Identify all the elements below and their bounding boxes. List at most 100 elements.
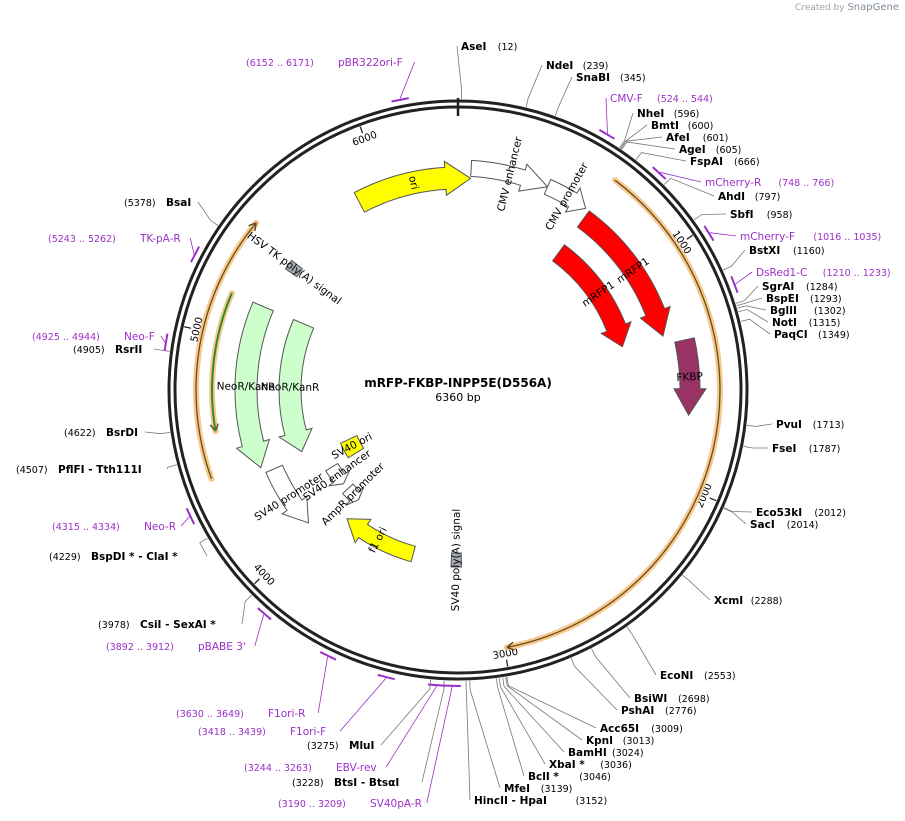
feature-label-neor-kanr: NeoR/KanR (217, 380, 276, 393)
primer-name: EBV-rev (336, 762, 377, 774)
site-name: BglII (770, 305, 797, 317)
primer-cmv-f: CMV-F(524 .. 544) (598, 93, 713, 140)
site-csii-sexai: (3978) CsiI - SexAI * (98, 594, 252, 631)
site-position: (2776) (665, 706, 697, 717)
plasmid-name: mRFP-FKBP-INPP5E(D556A) (364, 376, 552, 390)
site-name: Eco53kI (756, 507, 802, 519)
site-hincii-hpai: HincII - HpaI(3152) (465, 680, 607, 807)
site-bsai: (5378)BsaI (124, 197, 219, 226)
site-agei: AgeI(605) (621, 141, 742, 156)
credit-prefix: Created by (795, 3, 845, 13)
primer-dsred1-c: DsRed1-C (1210 .. 1233) (730, 267, 891, 294)
primer-position: (3418 .. 3439) (198, 727, 266, 738)
orf-arc-neor-green (211, 292, 233, 432)
site-position: (239) (583, 61, 609, 72)
site-position: (3013) (623, 736, 655, 747)
primer-name: DsRed1-C (756, 267, 807, 279)
site-position: (666) (734, 157, 760, 168)
site-name: NotI (772, 317, 797, 329)
site-name: AseI (461, 41, 486, 53)
feature-mrfp1: mRFP1 (576, 210, 671, 337)
feature-neor-kanr: NeoR/KanR (261, 318, 320, 453)
primer-name: F1ori-F (290, 726, 326, 738)
site-name: BsrDI (106, 427, 138, 439)
site-name: HincII - HpaI (474, 795, 547, 807)
tick-mark (359, 126, 364, 134)
site-position: (3978) (98, 620, 130, 631)
site-position: (2288) (751, 596, 783, 607)
site-name: XcmI (714, 595, 743, 607)
primer-pbr322ori-f: (6152 .. 6171)pBR322ori-F (246, 57, 415, 103)
primer-f1ori-f: (3418 .. 3439) F1ori-F (198, 673, 395, 738)
site-position: (4905) (73, 345, 105, 356)
feature-label-ori: ori (406, 175, 421, 191)
site-position: (1349) (818, 330, 850, 341)
primer-f1ori-r: (3630 .. 3649) F1ori-R (176, 651, 337, 720)
feature-label-fkbp: FKBP (676, 371, 703, 384)
site-afei: AfeI(601) (620, 132, 728, 150)
site-name: SacI (750, 519, 775, 531)
site-fsei: FseI(1787) (743, 443, 841, 455)
orf-arcs (192, 177, 723, 651)
snapgene-logo: SnapGene (847, 2, 899, 13)
site-name: AhdI (718, 191, 745, 203)
site-position: (1787) (809, 444, 841, 455)
site-name: EcoNI (660, 670, 693, 682)
site-position: (600) (688, 121, 714, 132)
site-position: (1160) (793, 246, 825, 257)
site-position: (2014) (787, 520, 819, 531)
site-position: (1284) (806, 282, 838, 293)
site-bcli: BclI *(3046) (496, 678, 611, 783)
site-name: PflFI - Tth111I (58, 464, 142, 476)
feature-label-sv40-poly-a-signal: SV40 poly(A) signal (450, 509, 463, 612)
site-mlui: (3275) MluI (307, 679, 432, 752)
restriction-sites: AseI(12)NdeI(239)SnaBI(345)NheI(596)BmtI… (16, 41, 850, 807)
primer-position: (3190 .. 3209) (278, 799, 346, 810)
site-nhei: NheI(596) (619, 108, 700, 149)
site-name: MluI (349, 740, 374, 752)
site-name: SnaBI (576, 72, 610, 84)
site-position: (345) (620, 73, 646, 84)
tick-mark (686, 234, 693, 240)
site-name: PshAI (621, 705, 654, 717)
primer-name: F1ori-R (268, 708, 305, 720)
primer-name: pBABE 3' (198, 641, 246, 653)
site-ahdi: AhdI(797) (663, 177, 780, 203)
site-position: (605) (716, 145, 742, 156)
primer-mcherry-f: mCherry-F(1016 .. 1035) (703, 225, 881, 243)
tick-label: 3000 (492, 647, 519, 662)
primer-position: (1210 .. 1233) (823, 268, 891, 279)
site-paqci: PaqCI(1349) (740, 318, 850, 341)
site-name: CsiI - SexAI * (140, 619, 216, 631)
primer-name: mCherry-F (740, 231, 795, 243)
site-position: (12) (498, 42, 518, 53)
feature-label-neor-kanr: NeoR/KanR (261, 381, 320, 394)
site-acc65i: Acc65I(3009) (506, 676, 683, 735)
feature-neor-kanr: NeoR/KanR (217, 301, 276, 469)
site-name: FspAI (690, 156, 723, 168)
site-position: (3036) (600, 760, 632, 771)
site-position: (3009) (651, 724, 683, 735)
site-saci: SacI (2014) (723, 508, 819, 531)
primer-position: (3630 .. 3649) (176, 709, 244, 720)
site-rsrii: (4905)RsrII (73, 344, 170, 356)
primer-position: (524 .. 544) (657, 94, 713, 105)
site-position: (3275) (307, 741, 339, 752)
site-name: SbfI (730, 209, 754, 221)
site-position: (5378) (124, 198, 156, 209)
site-name: AfeI (666, 132, 690, 144)
site-name: BmtI (651, 120, 679, 132)
orf-arc-neor (192, 219, 260, 482)
site-bglii: BglII(1302) (737, 305, 846, 317)
site-position: (2553) (704, 671, 736, 682)
site-econi: EcoNI (2553) (626, 626, 736, 682)
site-name: BclI * (528, 771, 559, 783)
site-bstxi: BstXI(1160) (722, 245, 825, 271)
plasmid-length: 6360 bp (435, 391, 480, 404)
site-position: (1713) (813, 420, 845, 431)
site-name: PvuI (776, 419, 802, 431)
site-sbfi: SbfI(958) (693, 209, 792, 221)
feature-ori: ori (353, 160, 472, 213)
site-position: (596) (674, 109, 700, 120)
primer-name: Neo-R (144, 521, 176, 533)
